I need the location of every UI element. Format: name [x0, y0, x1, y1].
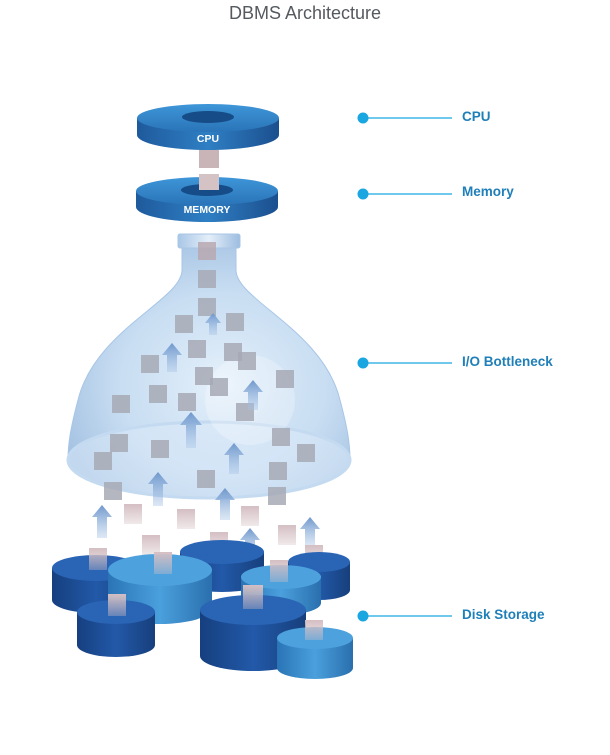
data-block	[199, 174, 219, 190]
diagram-title: DBMS Architecture	[228, 3, 382, 23]
up-arrow-icon	[224, 443, 244, 474]
up-arrow-icon	[243, 380, 263, 410]
data-block	[89, 548, 107, 570]
up-arrow-icon	[162, 343, 182, 372]
up-arrow-icon	[215, 488, 235, 520]
data-block	[305, 620, 323, 640]
memory-ring: MEMORY	[136, 177, 278, 222]
data-block	[154, 552, 172, 574]
callout-dot-memory	[357, 188, 369, 200]
data-block	[199, 150, 219, 168]
up-arrow-icon	[300, 517, 320, 546]
data-flow-arrows	[92, 313, 320, 556]
data-block	[270, 560, 288, 582]
flask-data-blocks	[94, 242, 315, 505]
up-arrow-icon	[180, 412, 202, 448]
disk-storage	[52, 540, 353, 679]
cpu-ring-label: CPU	[197, 133, 219, 145]
memory-ring-label: MEMORY	[184, 204, 231, 216]
callout-label-memory: Memory	[462, 184, 514, 199]
data-block	[243, 585, 263, 609]
up-arrow-icon	[92, 505, 112, 538]
callout-label-io-bottleneck: I/O Bottleneck	[462, 354, 553, 369]
callout-dot-io	[357, 357, 369, 369]
data-block	[108, 594, 126, 616]
cpu-ring: CPU	[137, 104, 279, 150]
callout-label-disk-storage: Disk Storage	[462, 607, 545, 622]
up-arrow-icon	[148, 472, 168, 506]
callout-dot-disk	[357, 610, 369, 622]
callout-dot-cpu	[357, 112, 369, 124]
up-arrow-icon	[205, 313, 221, 335]
callout-label-cpu: CPU	[462, 109, 491, 124]
callout-connectors	[357, 112, 452, 622]
